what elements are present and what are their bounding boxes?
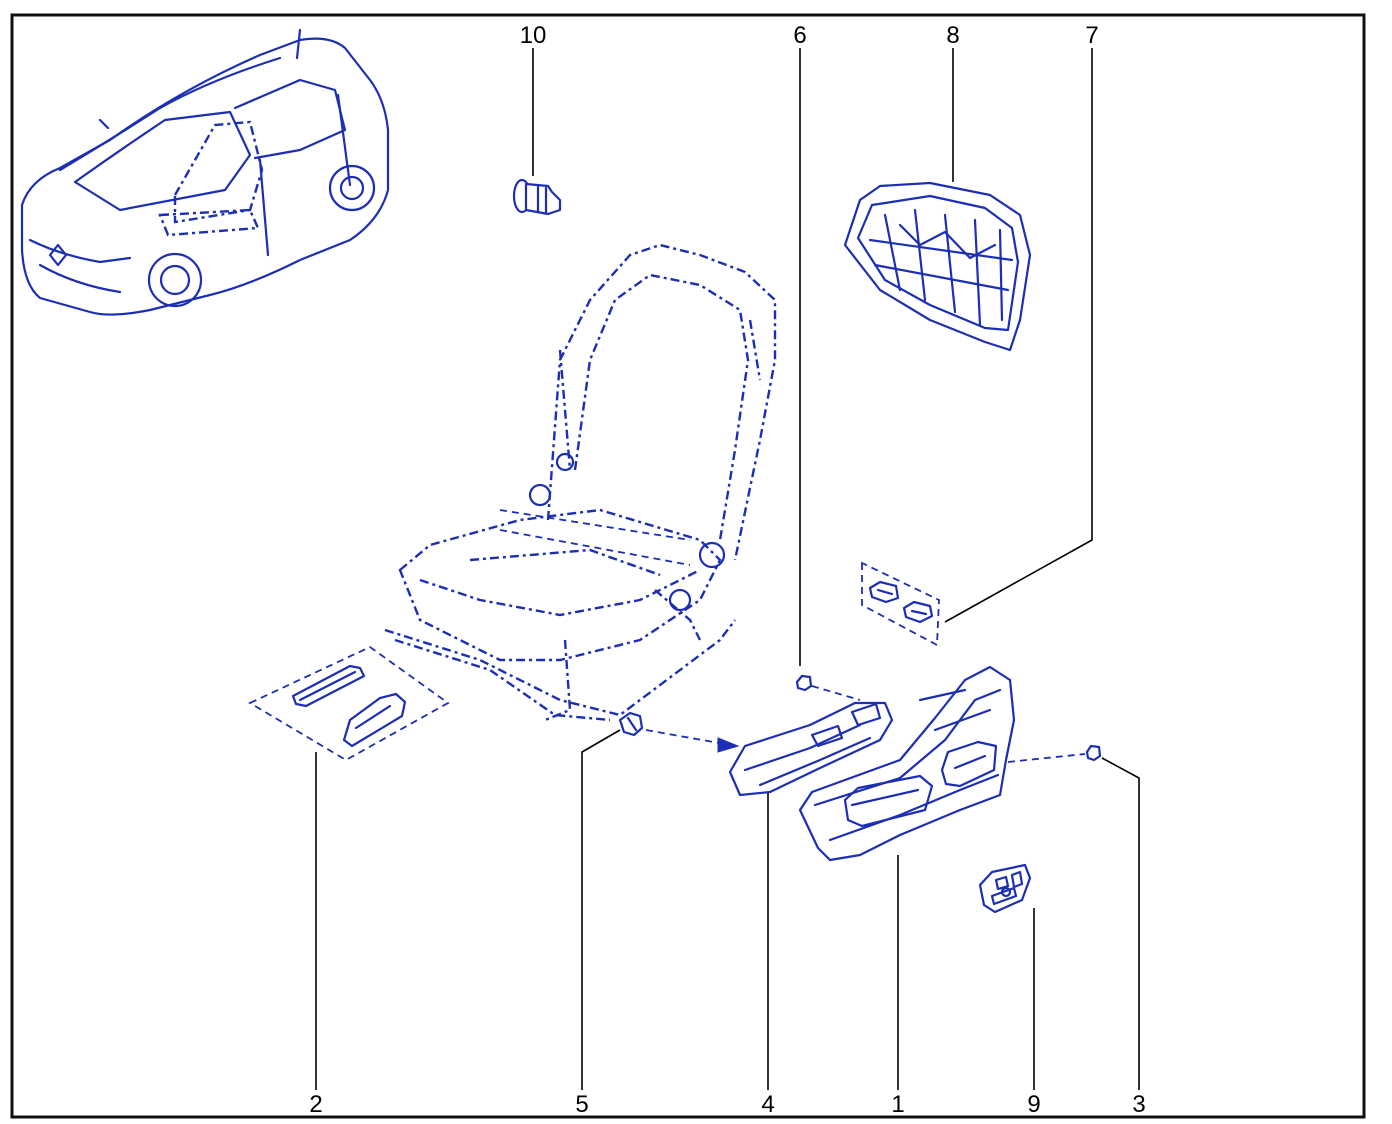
part-1-side-cover xyxy=(798,665,1016,862)
part-8-back-panel xyxy=(843,181,1032,352)
callout-6: 6 xyxy=(793,22,806,49)
part-9-switch xyxy=(978,863,1032,914)
vehicle-thumbnail xyxy=(20,28,390,316)
callout-7: 7 xyxy=(1085,22,1098,49)
callout-1: 1 xyxy=(891,1091,904,1118)
part-7-buttons-group xyxy=(861,561,940,647)
callout-2: 2 xyxy=(309,1091,322,1118)
seat-frame xyxy=(384,243,777,722)
leader-7 xyxy=(944,48,1093,623)
part-4-side-trim xyxy=(728,701,894,797)
callout-4: 4 xyxy=(761,1091,774,1118)
callout-3: 3 xyxy=(1132,1091,1145,1118)
callout-9: 9 xyxy=(1027,1091,1040,1118)
callout-labels: 10 6 8 7 2 5 4 1 9 3 xyxy=(309,22,1145,1118)
callout-5: 5 xyxy=(575,1091,588,1118)
leader-3 xyxy=(1101,757,1140,1090)
leader-lines xyxy=(315,48,1140,1090)
callout-10: 10 xyxy=(520,22,547,49)
part-3-screw xyxy=(1007,744,1102,763)
part-6-screw xyxy=(795,674,861,701)
part-2-trim-group xyxy=(248,645,450,762)
callout-8: 8 xyxy=(946,22,959,49)
part-5-clip xyxy=(618,711,740,753)
leader-5 xyxy=(581,729,621,1090)
part-10-clip xyxy=(512,178,562,216)
